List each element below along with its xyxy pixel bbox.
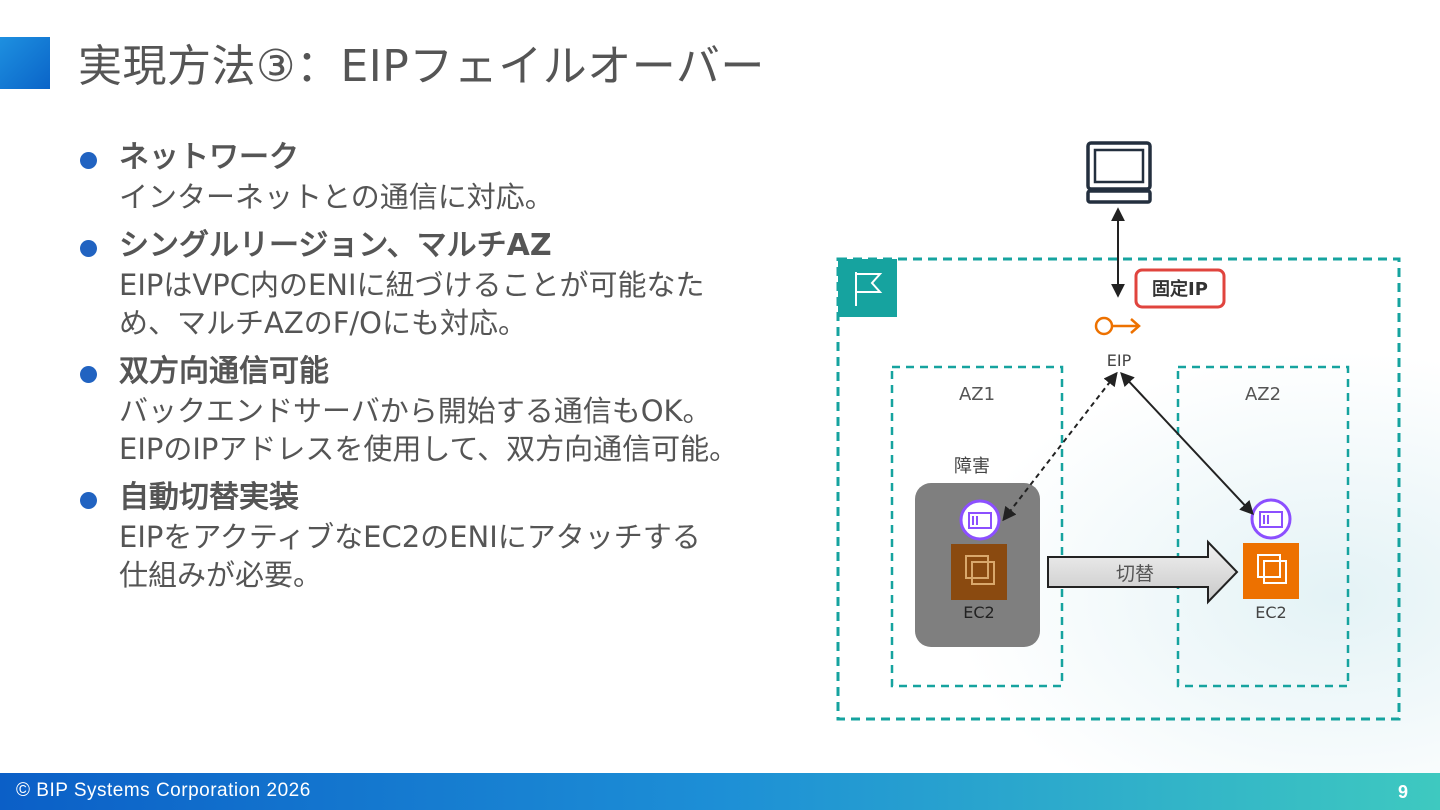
bullet-heading: 自動切替実装 bbox=[119, 480, 299, 515]
ec2-right-label: EC2 bbox=[1255, 603, 1286, 622]
bullet-body: インターネットとの通信に対応。 bbox=[119, 180, 554, 214]
eip-to-active-eni-arrow bbox=[1120, 371, 1254, 516]
bullet-body: EIPはVPC内のENIに紐づけることが可能なた め、マルチAZのF/Oにも対応… bbox=[119, 268, 705, 340]
network-interface-icon bbox=[1250, 498, 1292, 540]
fixed-ip-label: 固定IP bbox=[1152, 278, 1208, 300]
eip-to-failed-eni-arrow bbox=[1002, 371, 1118, 522]
az1-boundary bbox=[890, 365, 1064, 688]
architecture-diagram: 固定IP EIP AZ1 AZ2 障害 EC2 bbox=[820, 130, 1420, 740]
title-accent-bar bbox=[0, 37, 50, 89]
laptop-icon bbox=[1086, 141, 1152, 204]
switch-arrow bbox=[1047, 539, 1239, 605]
bullet-heading: ネットワーク bbox=[119, 140, 299, 175]
bullet-body: バックエンドサーバから開始する通信もOK。 EIPのIPアドレスを使用して、双方… bbox=[119, 394, 739, 466]
bullet-dot-icon bbox=[80, 366, 97, 383]
copyright-text: © BIP Systems Corporation 2026 bbox=[16, 780, 311, 801]
failure-label: 障害 bbox=[954, 456, 990, 477]
bullet-heading: 双方向通信可能 bbox=[119, 354, 329, 389]
bullet-dot-icon bbox=[80, 240, 97, 257]
bullet-item: 自動切替実装 EIPをアクティブなEC2のENIにアタッチする 仕組みが必要。 bbox=[78, 478, 818, 594]
az1-label: AZ1 bbox=[959, 384, 995, 405]
region-flag-icon bbox=[838, 259, 897, 317]
eip-label: EIP bbox=[1107, 351, 1132, 370]
bullet-dot-icon bbox=[80, 492, 97, 509]
fixed-ip-badge bbox=[1134, 268, 1226, 309]
bullet-list: ネットワーク インターネットとの通信に対応。 シングルリージョン、マルチAZ E… bbox=[78, 138, 818, 604]
network-interface-icon bbox=[959, 499, 1001, 541]
az2-boundary bbox=[1176, 365, 1350, 688]
bullet-heading: シングルリージョン、マルチAZ bbox=[119, 228, 552, 263]
bullet-item: 双方向通信可能 バックエンドサーバから開始する通信もOK。 EIPのIPアドレス… bbox=[78, 352, 818, 468]
page-number: 9 bbox=[1397, 782, 1408, 802]
footer-bar: © BIP Systems Corporation 2026 9 bbox=[0, 773, 1440, 810]
bullet-dot-icon bbox=[80, 152, 97, 169]
switch-label: 切替 bbox=[1116, 563, 1154, 585]
diagram-canvas: 固定IP EIP AZ1 AZ2 障害 EC2 bbox=[836, 141, 1401, 721]
ec2-instance-icon bbox=[1243, 543, 1299, 599]
bullet-item: ネットワーク インターネットとの通信に対応。 bbox=[78, 138, 818, 216]
elastic-ip-key-icon bbox=[1094, 316, 1141, 336]
slide-title: 実現方法③：EIPフェイルオーバー bbox=[78, 41, 765, 92]
bullet-item: シングルリージョン、マルチAZ EIPはVPC内のENIに紐づけることが可能なた… bbox=[78, 226, 818, 342]
az2-label: AZ2 bbox=[1245, 384, 1281, 405]
ec2-left-label: EC2 bbox=[963, 603, 994, 622]
ec2-instance-icon bbox=[951, 544, 1007, 600]
bullet-body: EIPをアクティブなEC2のENIにアタッチする 仕組みが必要。 bbox=[119, 520, 701, 592]
